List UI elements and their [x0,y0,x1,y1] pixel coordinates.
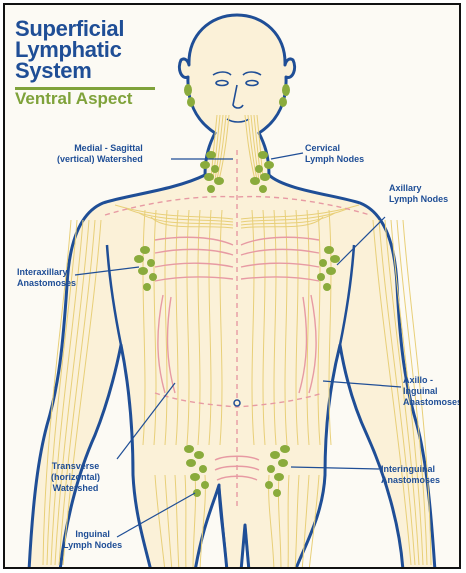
label-interaxillary: Interaxillary Anastomoses [17,267,76,289]
title-line-2: Lymphatic [15,40,122,60]
title-line-1: Superficial [15,19,124,39]
label-axillary: Axillary Lymph Nodes [389,183,448,205]
label-transverse: Transverse (horizontal) Watershed [51,461,100,494]
subtitle: Ventral Aspect [15,90,132,108]
label-axillo-inguinal: Axillo - Inguinal Anastomoses [403,375,461,408]
umbilicus [234,400,240,406]
label-interinguinal: Interinguinal Anastomoses [381,464,440,486]
diagram-frame: Superficial Lymphatic System Ventral Asp… [3,3,461,569]
title-line-3: System [15,61,91,81]
label-cervical: Cervical Lymph Nodes [305,143,364,165]
label-medial-sagittal: Medial - Sagittal (vertical) Watershed [57,143,143,165]
label-inguinal: Inguinal Lymph Nodes [63,529,122,551]
